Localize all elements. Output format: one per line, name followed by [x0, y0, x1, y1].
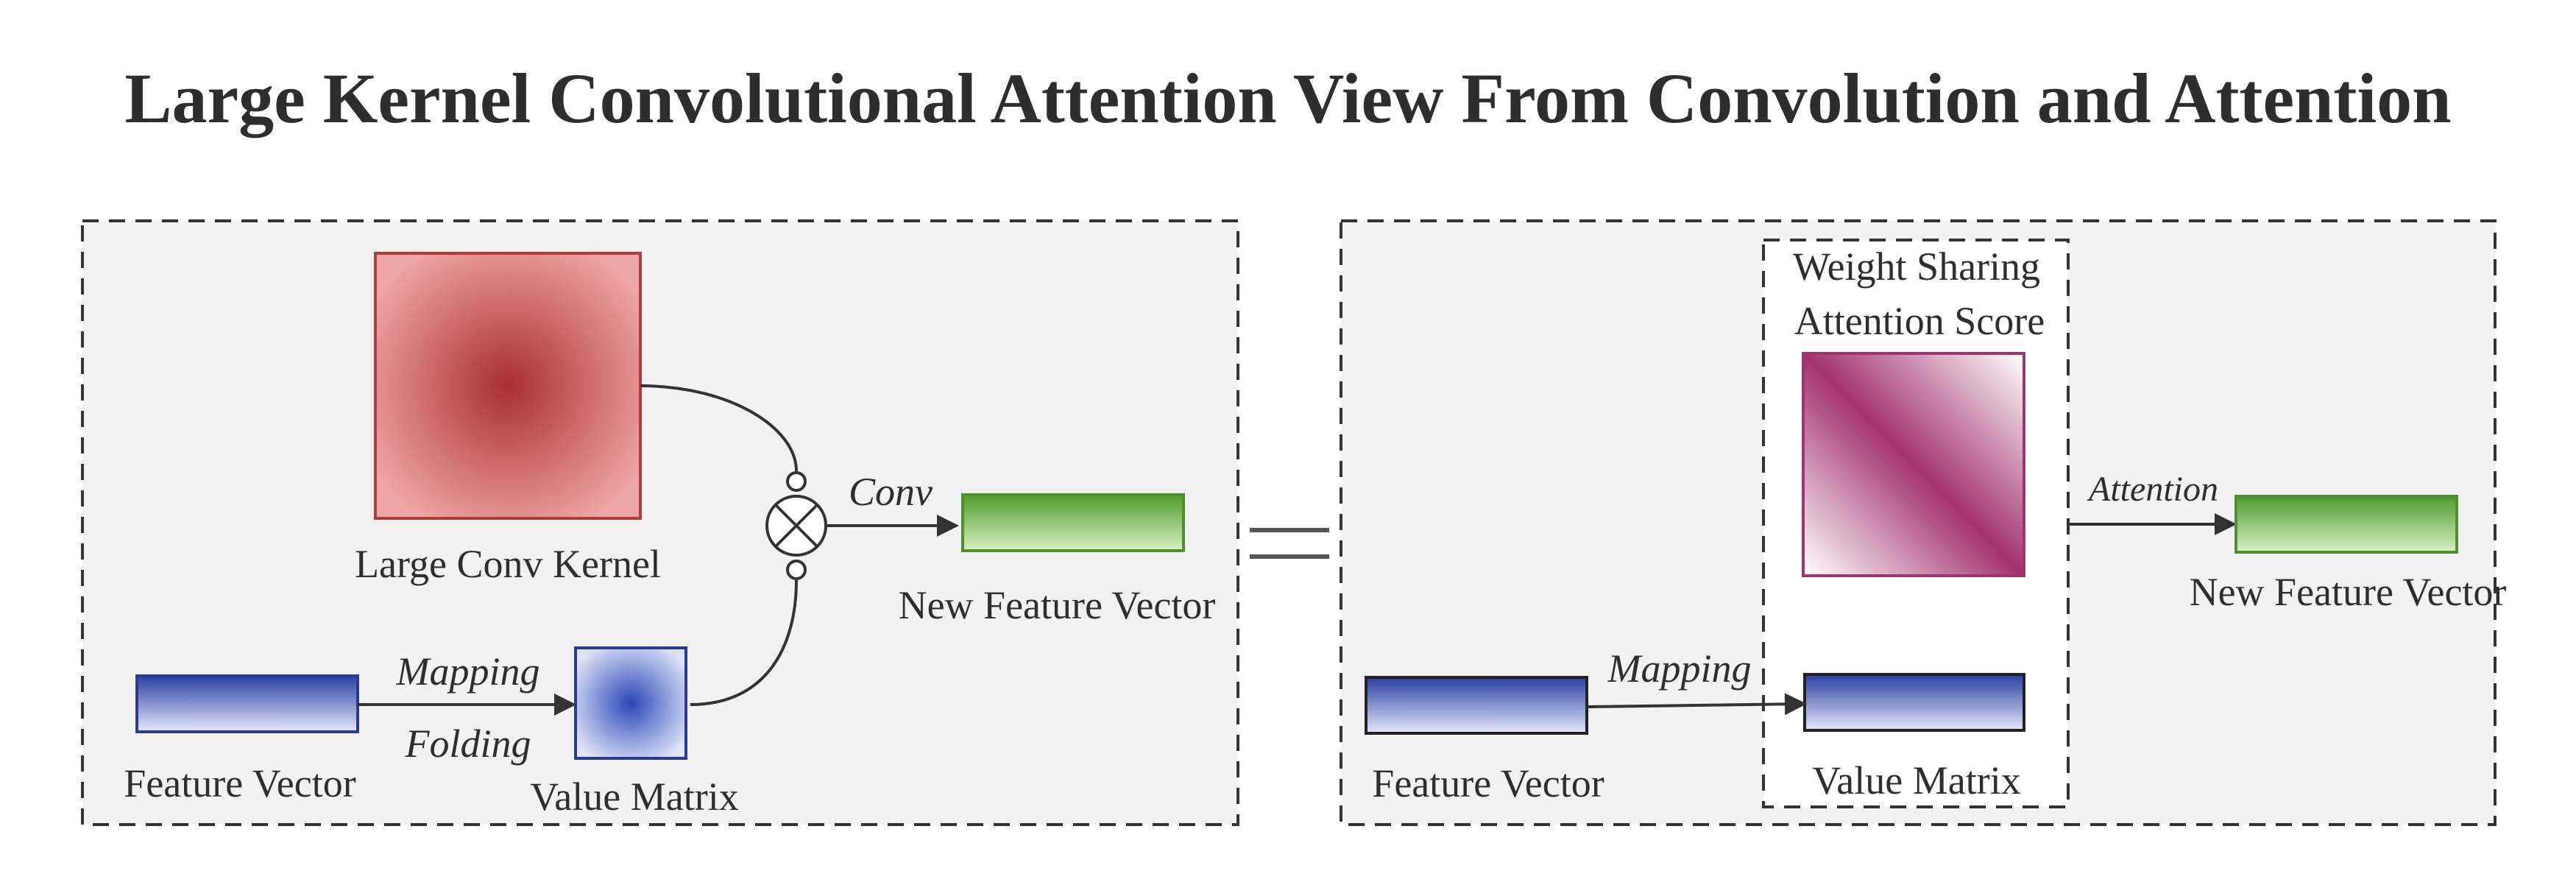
attention-score-matrix — [1802, 352, 2025, 577]
equals-text: = — [1287, 554, 1292, 562]
feature-vector-bar — [135, 674, 359, 733]
large-conv-kernel-label: Large Conv Kernel — [355, 542, 661, 586]
large-conv-kernel-square — [374, 252, 642, 520]
value-matrix-label: Value Matrix — [530, 775, 738, 819]
new-feature-vector-right-label: New Feature Vector — [2190, 570, 2507, 614]
mapping-right-arrow — [1586, 693, 1807, 716]
new-feature-vector-bar — [961, 493, 1185, 552]
feature-vector-right-label: Feature Vector — [1372, 761, 1604, 805]
multiply-top-port — [786, 471, 807, 492]
diagram-title: Large Kernel Convolutional Attention Vie… — [124, 59, 2451, 138]
mapping-label: Mapping — [396, 649, 540, 694]
multiply-bottom-port — [786, 560, 807, 580]
value-matrix-bar — [1803, 673, 2025, 732]
attention-panel: Weight Sharing Attention Score Value Mat… — [1340, 219, 2507, 826]
attention-label: Attention — [2087, 470, 2218, 509]
conv-label: Conv — [849, 470, 933, 514]
equals-sign: = — [1250, 528, 1329, 562]
new-feature-vector-right-bar — [2234, 495, 2458, 554]
attention-score-label: Attention Score — [1794, 299, 2045, 343]
value-matrix-right-label: Value Matrix — [1812, 758, 2020, 802]
convolution-panel: Large Conv Kernel Conv New Feature Vecto… — [81, 219, 1239, 826]
multiply-icon — [765, 495, 827, 557]
weight-sharing-label: Weight Sharing — [1793, 244, 2040, 289]
value-matrix-square — [574, 646, 687, 760]
feature-vector-label: Feature Vector — [124, 761, 355, 805]
mapping-right-label: Mapping — [1607, 646, 1752, 691]
new-feature-vector-label: New Feature Vector — [899, 583, 1216, 627]
feature-vector-right-bar — [1365, 676, 1588, 735]
folding-label: Folding — [405, 722, 531, 766]
kernel-to-multiply-curve — [640, 384, 798, 472]
value-to-multiply-curve — [690, 579, 798, 706]
